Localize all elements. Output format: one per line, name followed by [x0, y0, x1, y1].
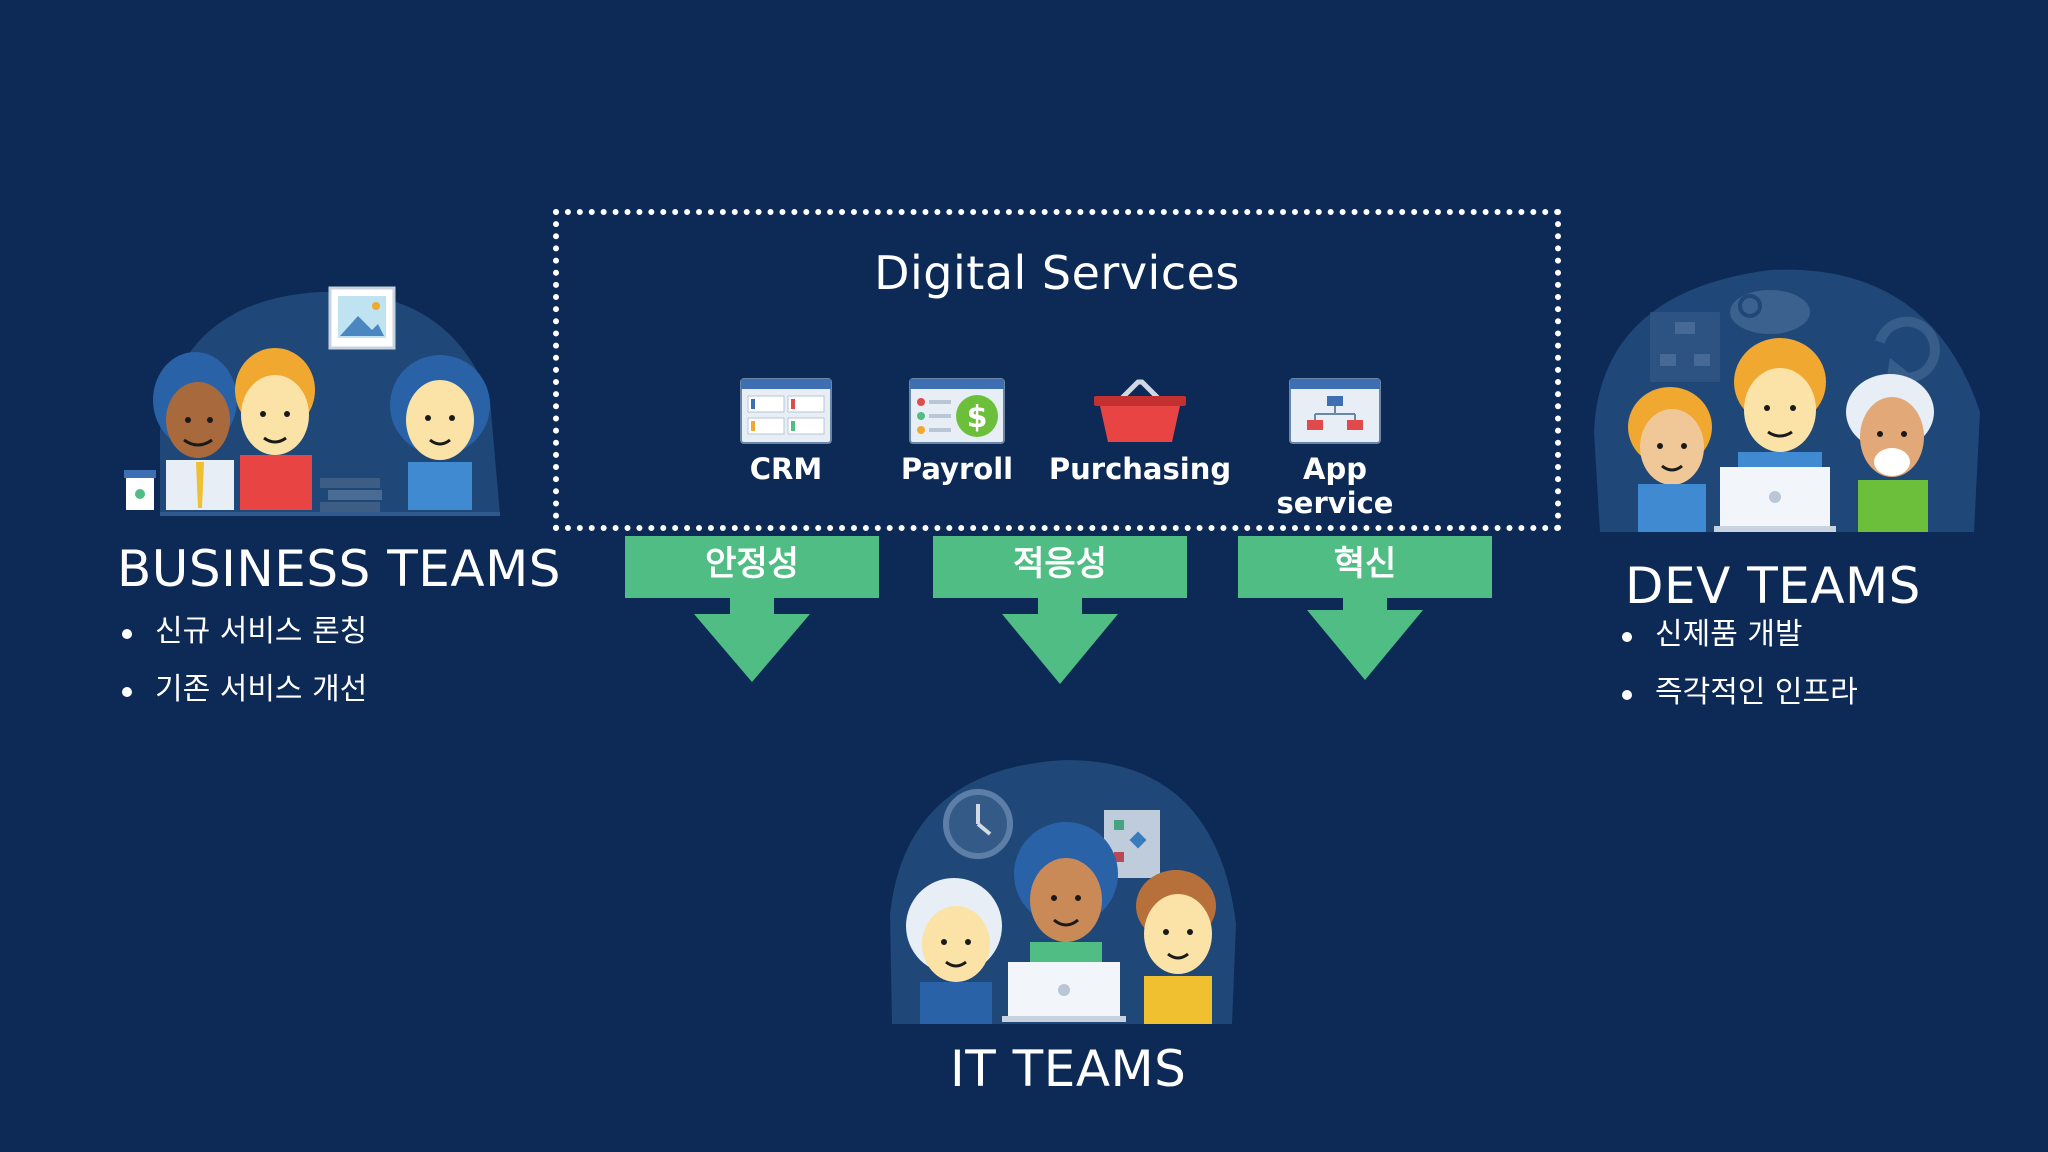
person-avatar: [1014, 822, 1118, 982]
arrow-adaptability: 적응성: [931, 534, 1189, 684]
person-avatar: [235, 348, 315, 510]
arrow-innovation: 혁신: [1236, 534, 1494, 684]
digital-services-title: Digital Services: [874, 246, 1240, 300]
dev-teams-title: DEV TEAMS: [1625, 557, 1921, 615]
person-avatar: [1628, 387, 1712, 532]
laptop-icon: [1002, 962, 1126, 1022]
down-arrow-icon: [933, 536, 1187, 684]
business-teams-bullets: 신규 서비스 론칭 기존 서비스 개선: [118, 603, 367, 719]
clock-icon: [943, 789, 1013, 859]
bullet-item: 신규 서비스 론칭: [118, 603, 367, 661]
bullet-item: 즉각적인 인프라: [1618, 664, 1858, 722]
bullet-item: 기존 서비스 개선: [118, 661, 367, 719]
dev-teams-bullets: 신제품 개발 즉각적인 인프라: [1618, 606, 1858, 722]
service-label-purchasing: Purchasing: [1048, 452, 1232, 486]
coffee-cup-icon: [124, 470, 156, 510]
arrow-label-adaptability: 적응성: [1013, 544, 1107, 584]
service-crm: CRM: [691, 378, 881, 486]
person-avatar: [906, 878, 1002, 1024]
org-chart-icon: [1650, 312, 1720, 382]
it-team-illustration: [890, 760, 1236, 1024]
shopping-basket-icon: [1094, 379, 1186, 442]
image-frame-icon: [328, 286, 396, 350]
business-team-illustration: [124, 286, 500, 516]
person-avatar: [390, 355, 490, 510]
books-icon: [320, 478, 382, 512]
crm-window-icon: [740, 378, 832, 444]
service-label-payroll: Payroll: [900, 452, 1014, 486]
service-label-crm: CRM: [749, 452, 823, 486]
service-payroll: $ Payroll: [862, 378, 1052, 486]
arrow-label-innovation: 혁신: [1333, 544, 1397, 584]
person-avatar: [1846, 374, 1934, 532]
service-purchasing: Purchasing: [1045, 378, 1235, 486]
down-arrow-icon: [1238, 536, 1492, 680]
it-teams-title: IT TEAMS: [950, 1040, 1187, 1098]
service-app: App service: [1240, 378, 1430, 520]
app-flowchart-icon: [1289, 378, 1381, 444]
laptop-icon: [1714, 467, 1836, 532]
dev-team-illustration: [1594, 269, 1980, 532]
person-avatar: [153, 352, 237, 510]
down-arrow-icon: [625, 536, 879, 682]
bullet-item: 신제품 개발: [1618, 606, 1858, 664]
person-avatar: [1136, 870, 1216, 1024]
digital-services-frame: [553, 209, 1561, 531]
arrow-stability: 안정성: [623, 534, 881, 684]
payroll-dollar-icon: $: [909, 378, 1005, 444]
cloud-gear-icon: [1730, 290, 1810, 334]
service-label-app: App service: [1276, 452, 1394, 520]
arrow-label-stability: 안정성: [705, 544, 799, 584]
svg-text:$: $: [967, 400, 988, 435]
business-teams-title: BUSINESS TEAMS: [117, 540, 561, 598]
